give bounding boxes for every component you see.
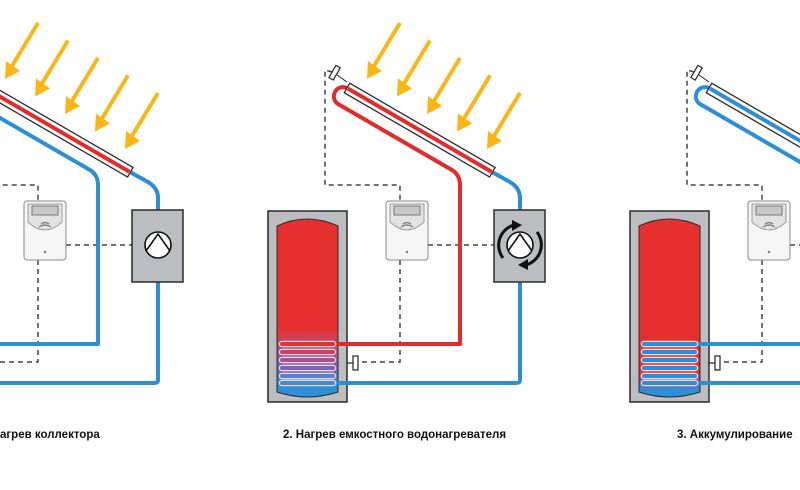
pump-station (493, 209, 546, 283)
rotation-arrow (497, 223, 515, 259)
flow-pipe (0, 115, 100, 346)
collector-fluid (708, 86, 800, 174)
arrow-down-left-icon (457, 113, 472, 132)
controller-buttons (762, 221, 776, 228)
sensor-wire-collector (324, 69, 401, 201)
arrow-down-left-icon (35, 78, 50, 97)
collector-fluid (346, 86, 493, 174)
sun-rays (367, 21, 522, 149)
controller-display (393, 205, 421, 216)
controller-buttons (400, 221, 414, 228)
sensor-wire-tank (358, 260, 401, 363)
sun-ray-line (402, 39, 432, 85)
flow-pipe (693, 85, 800, 346)
solar-collector (343, 82, 496, 178)
sun-ray-line (130, 91, 160, 138)
temperature-sensor-icon (352, 355, 359, 371)
sensor-wire-tank (0, 260, 39, 363)
caption-tank-heating: 2. Нагрев емкостного водонагревателя (283, 429, 507, 441)
solar-controller-icon (23, 200, 67, 261)
sun-ray-line (70, 56, 100, 103)
panel-1 (0, 21, 184, 385)
arrow-down-left-icon (5, 61, 20, 79)
sun-ray-line (100, 74, 130, 120)
solar-controller-icon (747, 200, 791, 261)
circulation-pump-icon (506, 231, 534, 259)
temperature-sensor-icon (690, 64, 704, 81)
return-pipe (333, 170, 522, 385)
sensor-wire-collector (686, 69, 763, 201)
sun-ray-line (372, 21, 402, 68)
pump-chevron (145, 232, 171, 252)
temperature-sensor-icon (714, 355, 721, 371)
sun-ray-line (10, 21, 40, 68)
collector-sensor-body (690, 64, 704, 81)
sun-ray-line (40, 39, 70, 85)
controller-display (755, 205, 783, 216)
controller-led (43, 250, 47, 254)
sun-ray-line (492, 91, 522, 138)
caption-collector-heating: агрев коллектора (0, 429, 100, 441)
controller-led (405, 250, 409, 254)
rotation-arrowhead (518, 259, 528, 270)
circulation-pump-icon (144, 231, 172, 259)
sensor-wire-collector (0, 184, 39, 201)
temperature-sensor-icon (328, 64, 342, 81)
panel-2 (267, 21, 546, 403)
sensor-wire-tank (720, 260, 763, 363)
collector-tube (705, 82, 800, 178)
solar-controller-icon (385, 200, 429, 261)
solar-collector (0, 82, 134, 178)
sun-ray-line (432, 56, 462, 103)
collector-sensor-stem (336, 74, 348, 83)
sun-ray-line (462, 74, 492, 120)
arrow-down-left-icon (367, 61, 382, 79)
return-pipe (0, 170, 160, 385)
arrow-down-left-icon (95, 113, 110, 132)
pump-chevron (507, 232, 533, 252)
arrow-down-left-icon (427, 96, 442, 114)
arrow-down-left-icon (125, 131, 140, 149)
rotation-arrow (525, 231, 543, 267)
pump-station (131, 209, 184, 283)
collector-sensor-stem (698, 74, 710, 83)
arrow-down-left-icon (397, 78, 412, 97)
collector-fluid (0, 86, 131, 174)
controller-led (767, 250, 771, 254)
sun-rays (5, 21, 160, 149)
controller-display (31, 205, 59, 216)
rotation-arrowhead (512, 220, 522, 231)
flow-pipe (331, 85, 462, 346)
arrow-down-left-icon (65, 96, 80, 114)
controller-buttons (38, 221, 52, 228)
panel-3 (629, 64, 800, 403)
collector-sensor-body (328, 64, 342, 81)
caption-storage: 3. Аккумулирование (677, 429, 793, 441)
arrow-down-left-icon (487, 131, 502, 149)
solar-collector (705, 82, 800, 178)
